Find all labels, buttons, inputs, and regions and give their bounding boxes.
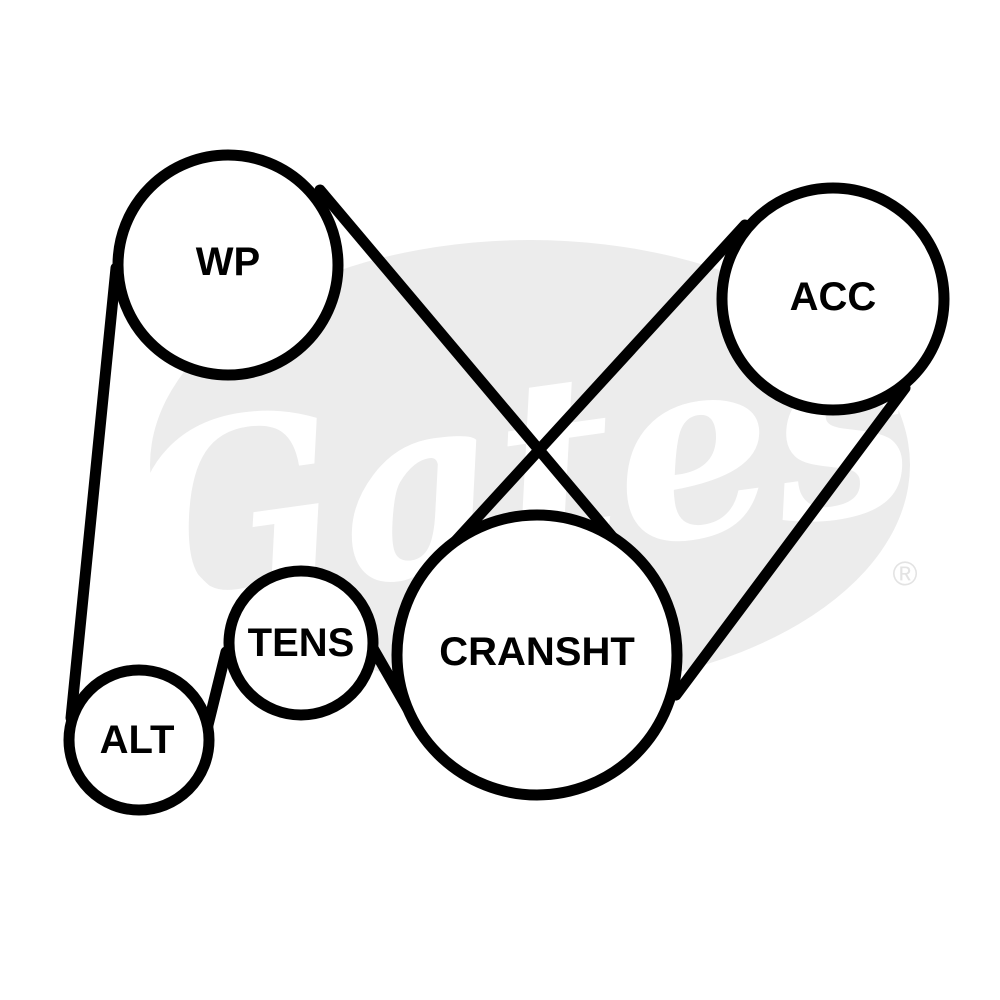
belt-segment-alt-to-tens [202, 646, 232, 731]
belt-segment-wp-to-alt [65, 262, 122, 724]
pulley-tens-label: TENS [248, 621, 355, 665]
pulley-acc: ACC [716, 182, 950, 416]
pulley-alt-circle [63, 664, 215, 816]
pulley-wp-label: WP [196, 240, 260, 284]
belt-segment-acc-to-cranksht [446, 219, 751, 551]
belt-segment-acc-to-cranksht-outer [670, 382, 911, 701]
pulley-wp-circle [112, 149, 344, 381]
pulley-wp: WP [112, 149, 344, 381]
pulley-alt-label: ALT [100, 718, 175, 762]
belt-segment-wp-to-cranksht [314, 184, 621, 546]
pulley-tens: TENS [223, 565, 379, 721]
pulley-acc-circle [716, 182, 950, 416]
pulley-cranksht: CRANSHT [391, 509, 683, 801]
pulley-tens-circle [223, 565, 379, 721]
pulley-alt: ALT [63, 664, 215, 816]
pulley-acc-label: ACC [790, 275, 877, 319]
pulley-cranksht-circle [391, 509, 683, 801]
registered-mark-icon: ® [892, 555, 917, 593]
pulley-cranksht-label: CRANSHT [439, 630, 635, 674]
